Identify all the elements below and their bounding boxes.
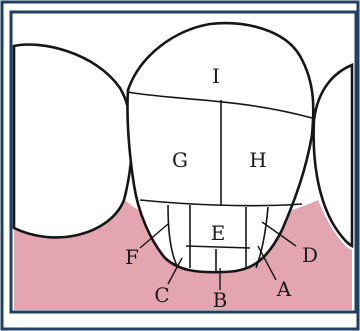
- label-a: A: [276, 277, 292, 301]
- label-g: G: [172, 148, 188, 172]
- label-b: B: [213, 288, 228, 312]
- label-e: E: [211, 221, 226, 245]
- label-d: D: [302, 243, 318, 267]
- label-h: H: [249, 148, 266, 172]
- label-i: I: [212, 64, 220, 88]
- label-f: F: [125, 245, 139, 269]
- label-c: C: [154, 283, 169, 307]
